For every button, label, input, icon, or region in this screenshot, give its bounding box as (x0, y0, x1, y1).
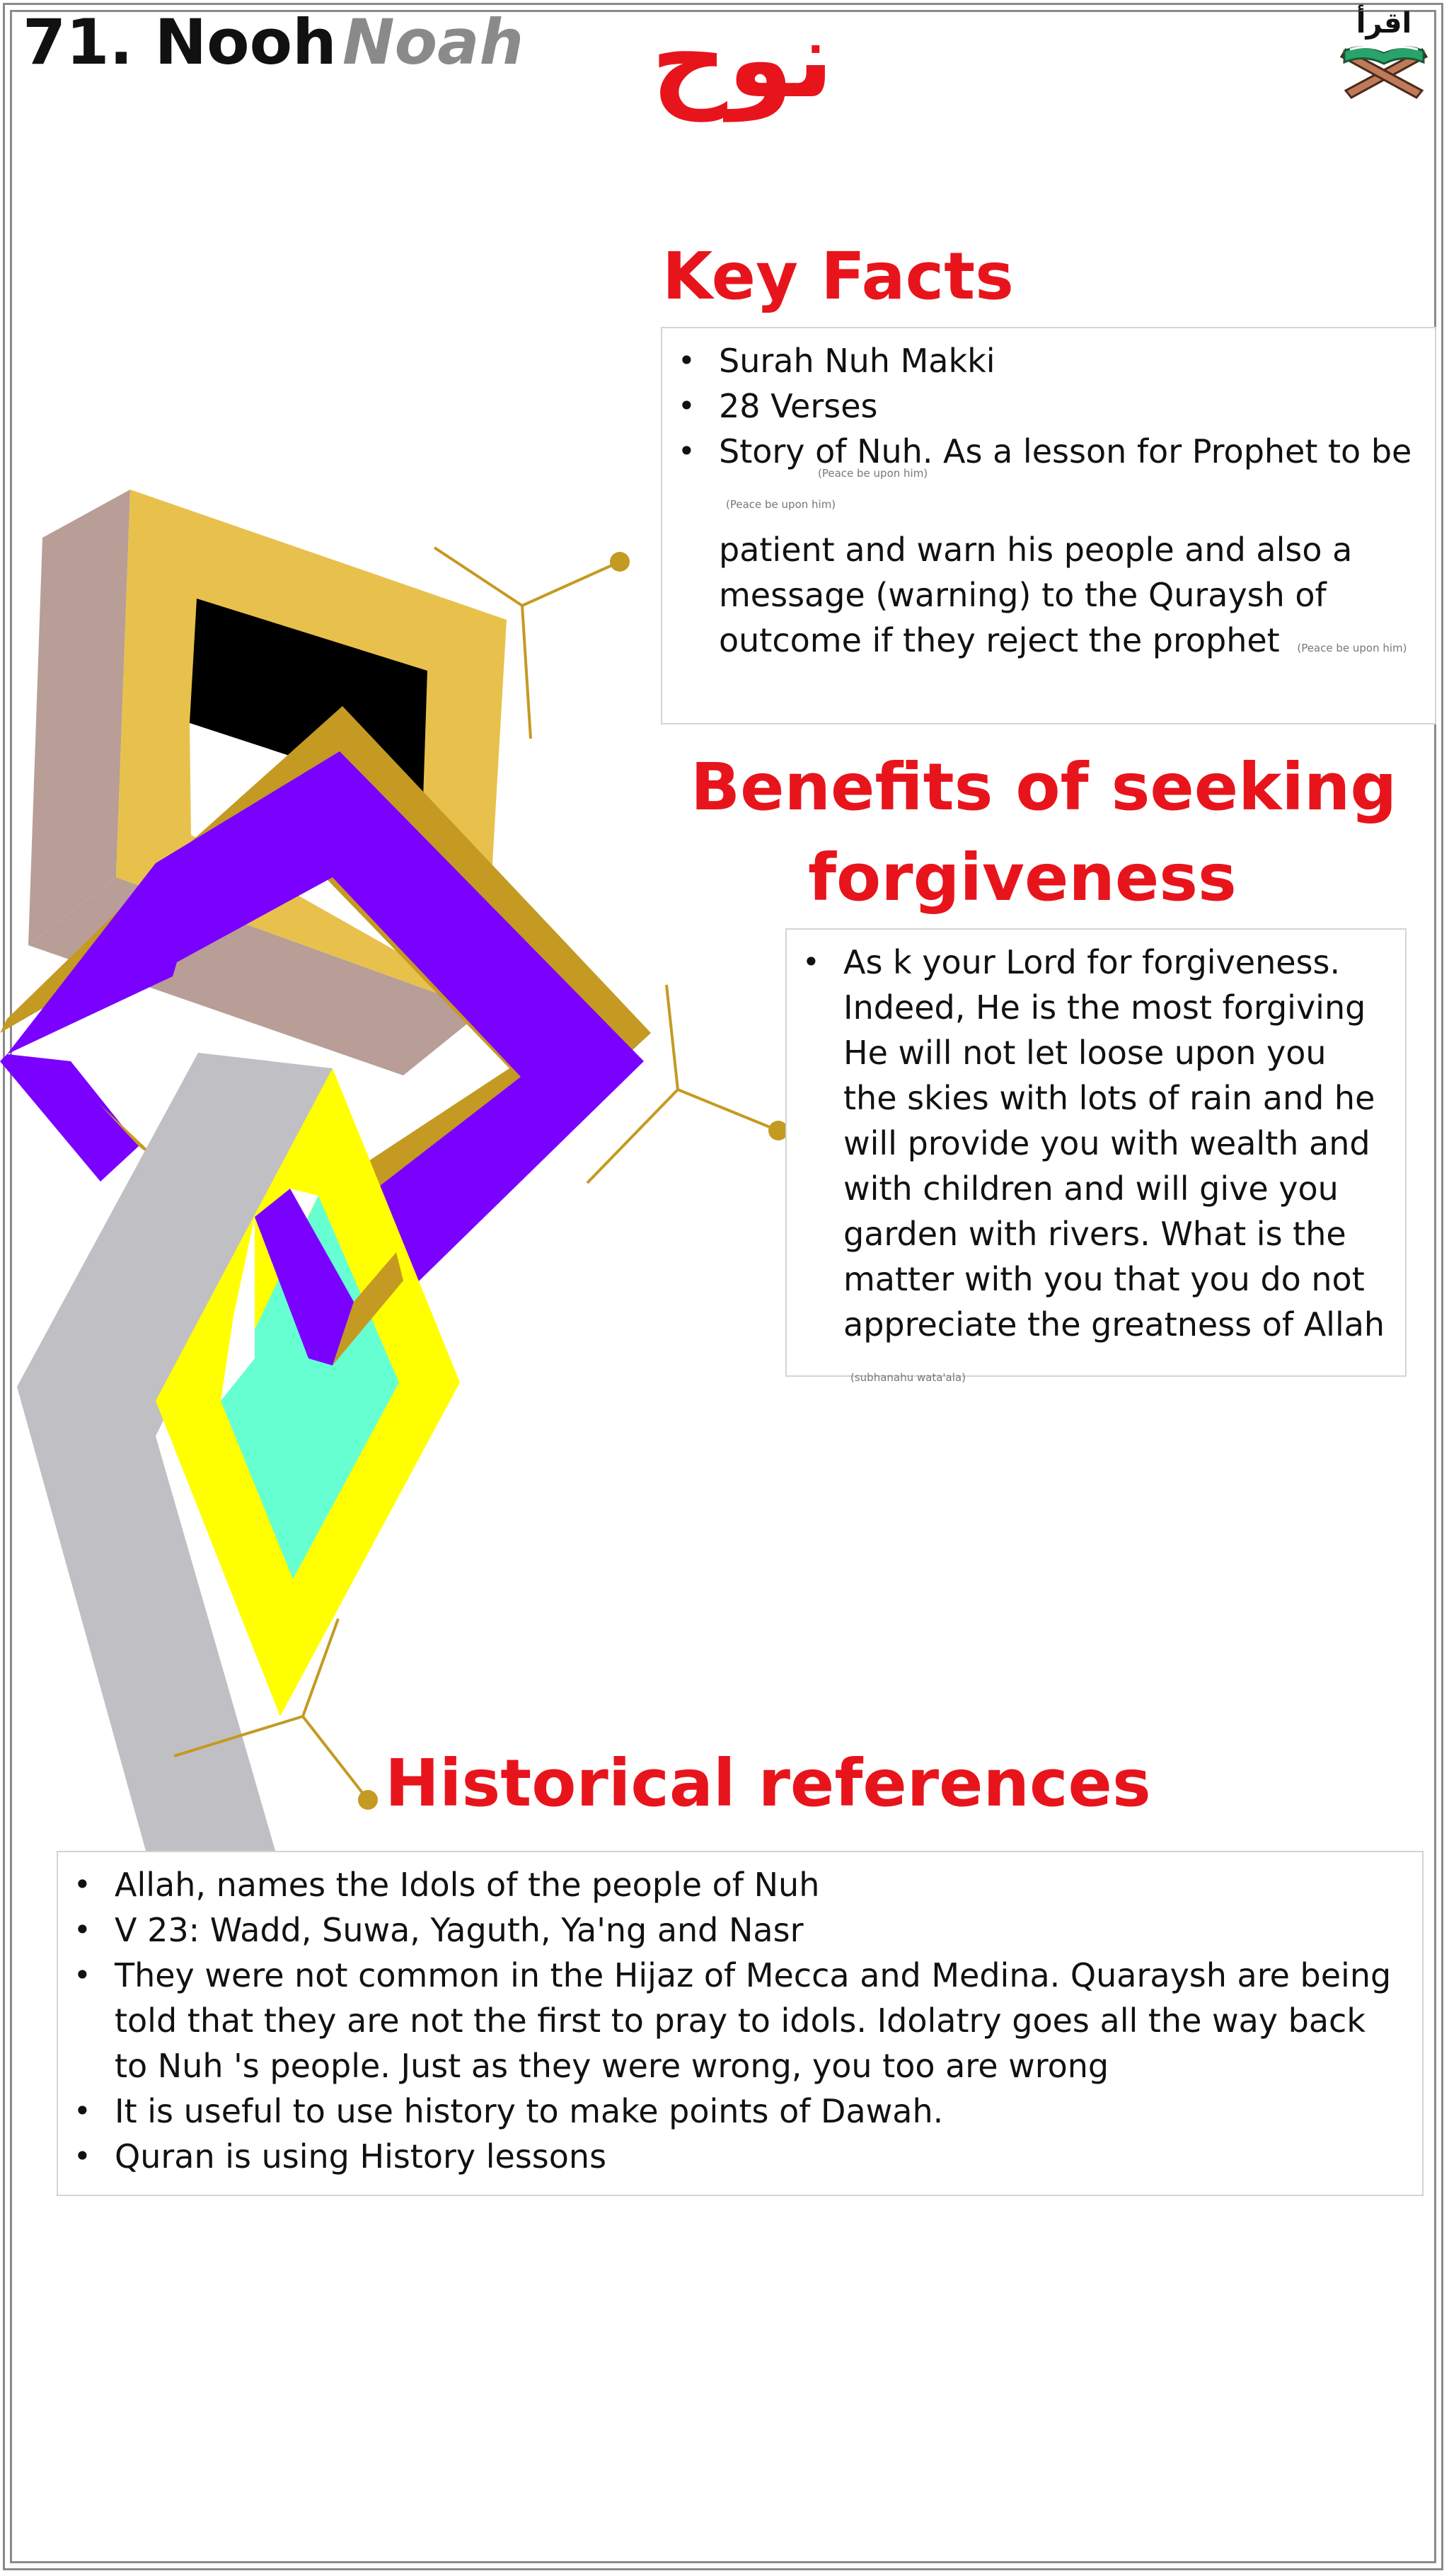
honorific-note: (Peace be upon him) (818, 467, 928, 480)
story-line-1: Story of Nuh. As a lesson for Prophet to… (719, 432, 1412, 470)
page-frame-outer (3, 3, 1443, 2570)
story-line-rest: patient and warn his people and also a m… (719, 531, 1353, 659)
benefits-heading-line1: Benefits of seeking (691, 749, 1397, 825)
decorative-chain-artwork (0, 490, 651, 1868)
page-title: 71. Nooh (23, 6, 337, 79)
benefits-list: As k your Lord for forgiveness. Indeed, … (787, 940, 1390, 1400)
historical-list: Allah, names the Idols of the people of … (58, 1862, 1408, 2179)
benefits-text: As k your Lord for forgiveness. Indeed, … (843, 943, 1385, 1344)
page-frame-inner (10, 10, 1436, 2563)
logo-text: اقرأ (1356, 7, 1412, 40)
honorific-note: (Peace be upon him) (1297, 642, 1407, 654)
arabic-title: نوح (651, 0, 834, 122)
honorific-note: (Peace be upon him) (726, 498, 836, 511)
quran-stand-graphic (1339, 46, 1428, 99)
honorific-note: (subhanahu wata'ala) (850, 1371, 966, 1384)
list-item: Story of Nuh. As a lesson for Prophet to… (662, 429, 1435, 671)
page-subtitle: Noah (342, 6, 524, 79)
historical-heading: Historical references (385, 1745, 1151, 1821)
list-item: V 23: Wadd, Suwa, Yaguth, Ya'ng and Nasr (58, 1907, 1408, 1953)
list-item: It is useful to use history to make poin… (58, 2089, 1408, 2134)
list-item: 28 Verses (662, 383, 1435, 429)
key-facts-box: Surah Nuh Makki 28 Verses Story of Nuh. … (661, 327, 1436, 724)
list-item: Surah Nuh Makki (662, 338, 1435, 383)
list-item: As k your Lord for forgiveness. Indeed, … (787, 940, 1390, 1400)
list-item: Quran is using History lessons (58, 2134, 1408, 2179)
key-facts-heading: Key Facts (662, 238, 1014, 314)
key-facts-list: Surah Nuh Makki 28 Verses Story of Nuh. … (662, 338, 1435, 671)
benefits-box: As k your Lord for forgiveness. Indeed, … (785, 928, 1407, 1384)
quran-stand-icon: اقرأ (1336, 7, 1432, 99)
list-item: They were not common in the Hijaz of Mec… (58, 1953, 1408, 2089)
benefits-heading-line2: forgiveness (808, 840, 1237, 916)
list-item: Allah, names the Idols of the people of … (58, 1862, 1408, 1907)
historical-box: Allah, names the Idols of the people of … (57, 1851, 1424, 2196)
